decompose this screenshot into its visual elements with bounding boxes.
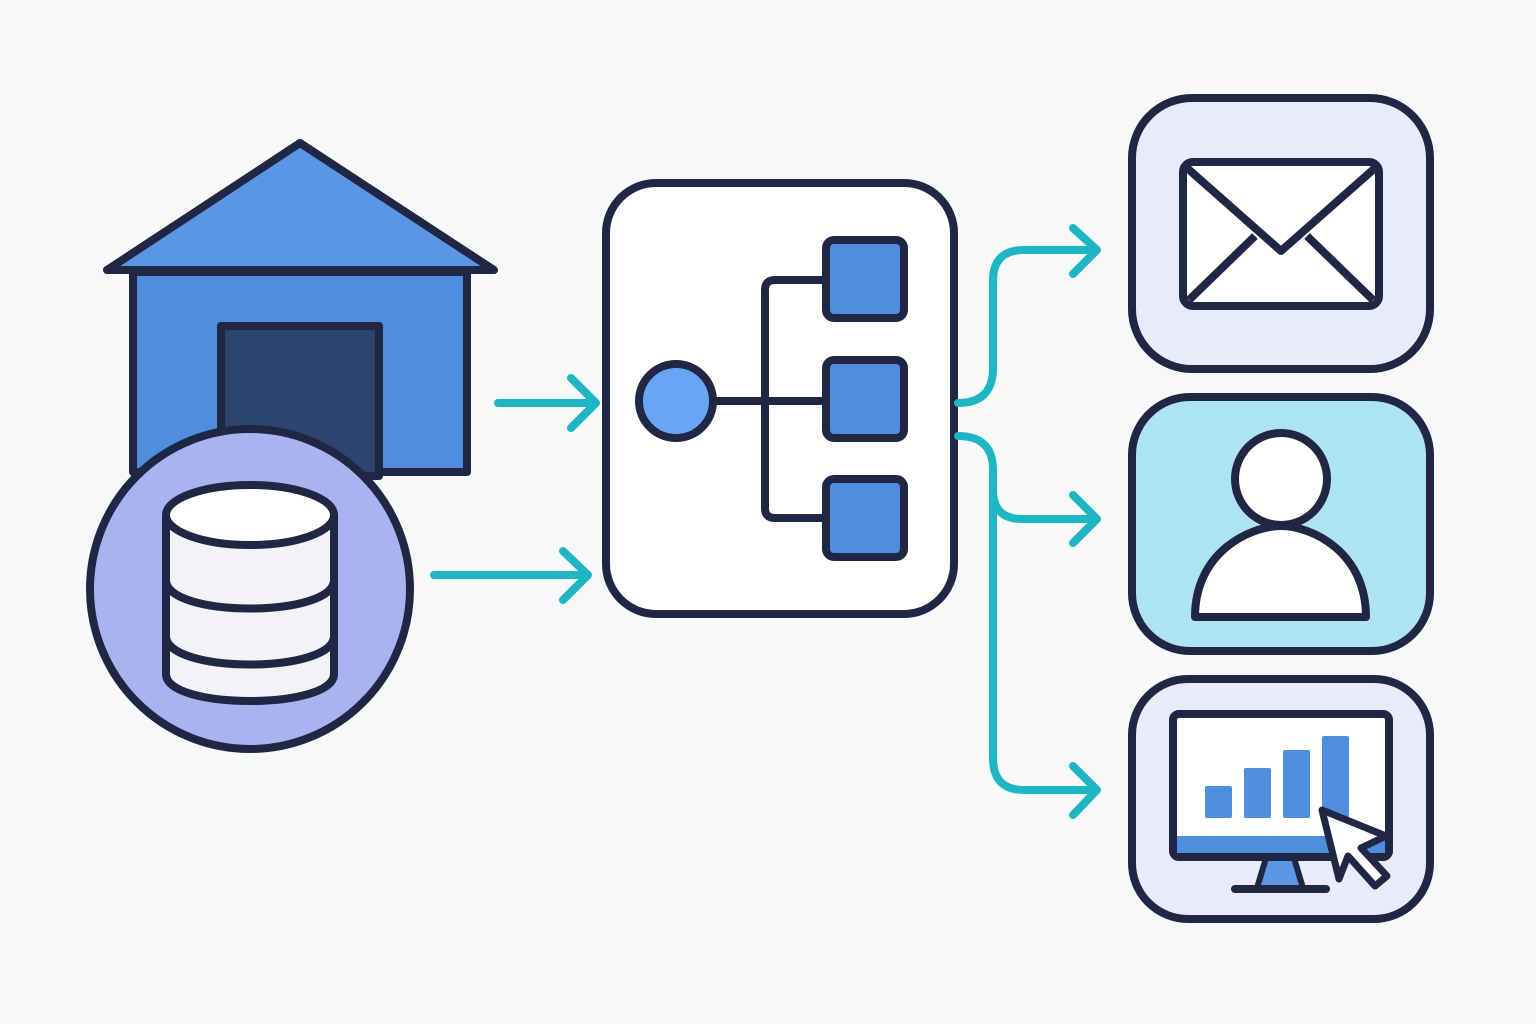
hub-branch-3 bbox=[822, 475, 908, 561]
arrow-warehouse-to-hub bbox=[494, 374, 600, 432]
monitor-stand bbox=[1254, 855, 1306, 891]
dashboard-bar bbox=[1283, 750, 1310, 818]
hierarchy-node-icon bbox=[635, 236, 908, 561]
user-profile-icon bbox=[1191, 429, 1370, 621]
arrow-hub-to-user bbox=[954, 432, 1101, 547]
dashboard-bar bbox=[1205, 786, 1232, 818]
hub-branch-1 bbox=[822, 236, 908, 322]
hub-branch-2 bbox=[822, 356, 908, 442]
database-icon bbox=[86, 425, 414, 753]
arrow-hub-to-email bbox=[954, 224, 1101, 407]
arrow-hub-to-dashboard bbox=[989, 476, 1101, 819]
bar-chart-monitor-icon bbox=[1169, 710, 1393, 893]
cursor-arrow-icon bbox=[1318, 806, 1391, 890]
warehouse-icon bbox=[103, 139, 498, 480]
dashboard-bar bbox=[1244, 768, 1271, 818]
dashboard-bar bbox=[1322, 736, 1349, 818]
dashboard-bars bbox=[1205, 736, 1349, 818]
hub-root-node bbox=[635, 360, 717, 442]
arrow-database-to-hub bbox=[430, 547, 592, 604]
envelope-icon bbox=[1179, 158, 1383, 310]
